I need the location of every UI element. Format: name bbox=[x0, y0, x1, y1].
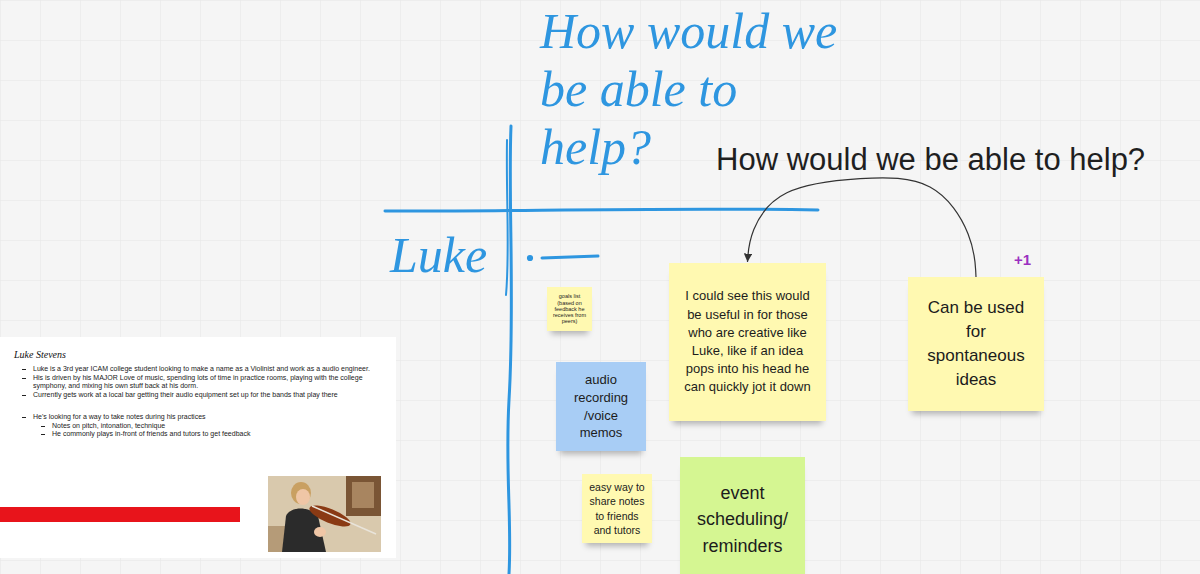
vertical-stroke bbox=[506, 140, 508, 295]
note-text: audio recording /voice memos bbox=[562, 371, 640, 441]
horizontal-stroke bbox=[385, 209, 818, 211]
vote-mark: +1 bbox=[1014, 251, 1031, 269]
note-text: goals list (based on feedback he receive… bbox=[550, 293, 589, 325]
sticky-note: goals list (based on feedback he receive… bbox=[547, 287, 592, 331]
bullet-text: He's looking for a way to take notes dur… bbox=[33, 413, 388, 422]
sticky-note: Can be used for spontaneous ideas bbox=[908, 277, 1044, 411]
note-text: event scheduling/ reminders bbox=[688, 480, 797, 558]
note-text: Can be used for spontaneous ideas bbox=[922, 296, 1030, 391]
red-bar bbox=[0, 507, 240, 522]
card-title: Luke Stevens bbox=[14, 349, 388, 360]
sticky-note: audio recording /voice memos bbox=[556, 362, 646, 451]
hand-dot bbox=[528, 256, 531, 259]
hand-dash bbox=[542, 256, 598, 258]
sticky-note: I could see this would be useful in for … bbox=[669, 263, 826, 421]
bullet-text: Currently gets work at a local bar getti… bbox=[33, 391, 388, 400]
bullet-text: He commonly plays in-front of friends an… bbox=[52, 430, 388, 439]
handwritten-name: Luke bbox=[390, 226, 487, 284]
sticky-note: easy way to share notes to friends and t… bbox=[582, 474, 652, 543]
bullet-text: Notes on pitch, intonation, technique bbox=[52, 422, 388, 431]
note-text: I could see this would be useful in for … bbox=[680, 287, 815, 396]
persona-card: Luke StevensLuke is a 3rd year ICAM coll… bbox=[0, 337, 396, 558]
violinist-photo bbox=[268, 476, 381, 552]
vertical-stroke bbox=[508, 126, 512, 574]
heading-text: How would we be able to help? bbox=[716, 142, 1145, 178]
note-text: easy way to share notes to friends and t… bbox=[586, 480, 648, 537]
sticky-note: event scheduling/ reminders bbox=[680, 457, 805, 574]
bullet-text: Luke is a 3rd year ICAM college student … bbox=[33, 365, 388, 374]
bullet-text: His is driven by his MAJOR Love of music… bbox=[33, 374, 388, 391]
